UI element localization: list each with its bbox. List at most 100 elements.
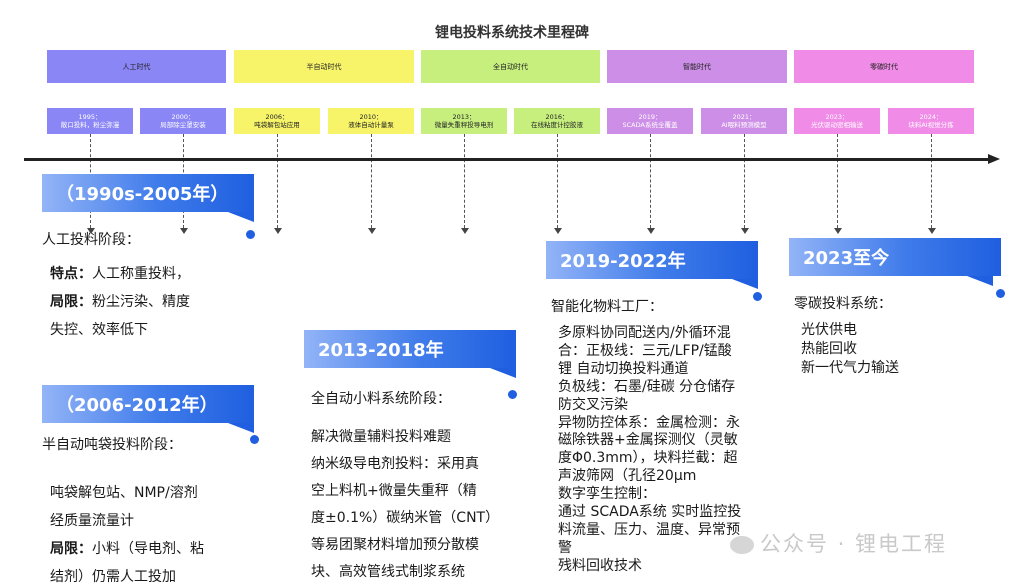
event-box: 2016： 在线粘度计控胶液 (514, 108, 600, 134)
event-year: 2010： (359, 113, 383, 121)
event-connector (273, 134, 282, 234)
stage-2-content: 半自动吨袋投料阶段： 吨袋解包站、NMP/溶剂 经质量流量计 局限：小料（导电剂… (42, 434, 204, 586)
event-year: 2016： (545, 113, 569, 121)
event-year: 1995： (78, 113, 102, 121)
event-box: 2006： 吨袋解包站应用 (234, 108, 320, 134)
stage-dot (753, 292, 762, 301)
event-box: 2013： 微量失重秤投导电剂 (421, 108, 507, 134)
stage-4-content: 智能化物料工厂： 多原料协同配送内/外循环混 合：正极线：三元/LFP/锰酸 锂… (551, 296, 741, 576)
content-line: 空上料机+微量失重秤（精 (311, 483, 477, 499)
limit-label: 局限： (50, 294, 92, 310)
stage-banner-2023-now: 2023至今 (789, 238, 1001, 276)
event-year: 2000： (171, 113, 195, 121)
content-list: 多原料协同配送内/外循环混 合：正极线：三元/LFP/锰酸 锂 自动切换投料通道… (551, 325, 741, 576)
feature-label: 特点： (50, 266, 92, 282)
content-line: 解决微量辅料投料难题 (311, 429, 451, 445)
limit-line: 局限：小料（导电剂、粘 (42, 538, 204, 558)
limit-text: 粉尘污染、精度 (92, 294, 190, 310)
content-line: 度Φ0.3mm），块料拦截：超 (558, 450, 738, 467)
limit-line: 局限：粉尘污染、精度 (42, 291, 190, 311)
event-box: 2010： 液体自动计量泵 (328, 108, 414, 134)
event-connector (460, 134, 469, 234)
content-line: 热能回收 (801, 341, 857, 357)
feature-line: 特点：人工称重投料， (42, 263, 190, 283)
event-box: 1995： 敞口投料，粉尘弥漫 (47, 108, 133, 134)
content-line: 料流量、压力、温度、异常预 (558, 521, 740, 538)
event-connector (740, 134, 749, 234)
event-connector (367, 134, 376, 234)
content-line: 经质量流量计 (50, 513, 134, 529)
timeline-arrow-icon (988, 154, 1000, 164)
content-line: 负极线：石墨/硅碳 分仓储存 (558, 378, 736, 395)
event-box: 2000： 局部除尘罩安装 (140, 108, 226, 134)
content-line: 数字孪生控制： (558, 486, 656, 503)
event-text: 在线粘度计控胶液 (531, 121, 583, 129)
content-line: 通过 SCADA系统 实时监控投 (558, 504, 742, 521)
content-line: 等易团聚材料增加预分散模 (311, 537, 479, 553)
stage-banner-1990s-2005: （1990s-2005年） (42, 174, 254, 212)
content-line: 新一代气力输送 (801, 360, 899, 376)
banner-tail (967, 276, 993, 286)
content-line: 块、高效管线式制浆系统 (311, 564, 465, 580)
stage-3-content: 全自动小料系统阶段： 解决微量辅料投料难题 纳米级导电剂投料：采用真 空上料机+… (311, 388, 499, 586)
event-text: AI喂料预测模型 (721, 121, 767, 129)
event-connector (927, 134, 936, 234)
content-line: 吨袋解包站、NMP/溶剂 (50, 485, 198, 501)
event-box: 2023： 光伏驱动密相输送 (794, 108, 880, 134)
limit-continuation: 失控、效率低下 (50, 322, 148, 338)
content-line: 警 (558, 539, 572, 556)
banner-tail (490, 368, 516, 378)
event-year: 2021： (732, 113, 756, 121)
event-connector (553, 134, 562, 234)
content-line: 磁除铁器+金属探测仪（灵敏 (558, 432, 738, 449)
era-bar-smart: 智能时代 (607, 50, 787, 83)
event-text: 局部除尘罩安装 (160, 121, 206, 129)
era-bar-zero-carbon: 零碳时代 (794, 50, 974, 83)
stage-banner-2013-2018: 2013-2018年 (304, 330, 516, 368)
era-bar-full-auto: 全自动时代 (421, 50, 600, 83)
event-text: SCADA系统全覆盖 (622, 121, 678, 129)
content-line: 度±0.1%）碳纳米管（CNT） (311, 510, 500, 526)
event-box: 2021： AI喂料预测模型 (701, 108, 787, 134)
stage-banner-2006-2012: （2006-2012年） (42, 385, 254, 423)
event-year: 2024： (919, 113, 943, 121)
limit-label: 局限： (50, 541, 92, 557)
page-title: 锂电投料系统技术里程碑 (435, 25, 589, 41)
stage-dot (508, 390, 517, 399)
stage-heading: 智能化物料工厂： (551, 299, 663, 315)
event-text: 光伏驱动密相输送 (811, 121, 863, 129)
stage-heading: 全自动小料系统阶段： (311, 391, 451, 407)
content-line: 多原料协同配送内/外循环混 (558, 325, 731, 341)
stage-banner-2019-2022: 2019-2022年 (546, 241, 758, 279)
banner-tail (732, 279, 758, 289)
wechat-icon (730, 536, 754, 554)
event-box: 2024： 块料AI视觉分拣 (888, 108, 974, 134)
content-line: 锂 自动切换投料通道 (558, 360, 689, 377)
event-year: 2006： (265, 113, 289, 121)
event-box: 2019： SCADA系统全覆盖 (607, 108, 693, 134)
watermark: 公众号 · 锂电工程 (730, 528, 947, 558)
content-line: 声波筛网（孔径20μm (558, 468, 697, 485)
content-line: 合：正极线：三元/LFP/锰酸 (558, 342, 732, 359)
timeline-axis (24, 158, 990, 161)
content-line: 光伏供电 (801, 322, 857, 338)
stage-heading: 人工投料阶段： (42, 232, 140, 248)
content-line: 残料回收技术 (558, 557, 642, 574)
event-text: 液体自动计量泵 (348, 121, 394, 129)
event-year: 2013： (452, 113, 476, 121)
limit-continuation: 结剂）仍需人工投加 (50, 569, 176, 585)
content-line: 异物防控体系：金属检测：永 (558, 414, 740, 431)
feature-text: 人工称重投料， (92, 266, 190, 282)
event-text: 块料AI视觉分拣 (908, 121, 954, 129)
content-list: 解决微量辅料投料难题 纳米级导电剂投料：采用真 空上料机+微量失重秤（精 度±0… (311, 424, 499, 586)
stage-dot (246, 230, 255, 239)
stage-1-content: 人工投料阶段： 特点：人工称重投料， 局限：粉尘污染、精度 失控、效率低下 (42, 229, 190, 339)
stage-dot (250, 435, 259, 444)
content-line: 防交叉污染 (558, 396, 628, 413)
limit-text: 小料（导电剂、粘 (92, 541, 204, 557)
watermark-text: 公众号 · 锂电工程 (760, 532, 948, 556)
event-text: 微量失重秤投导电剂 (434, 121, 494, 129)
banner-tail (228, 212, 254, 222)
event-year: 2023： (825, 113, 849, 121)
content-list: 光伏供电 热能回收 新一代气力输送 (794, 321, 899, 378)
